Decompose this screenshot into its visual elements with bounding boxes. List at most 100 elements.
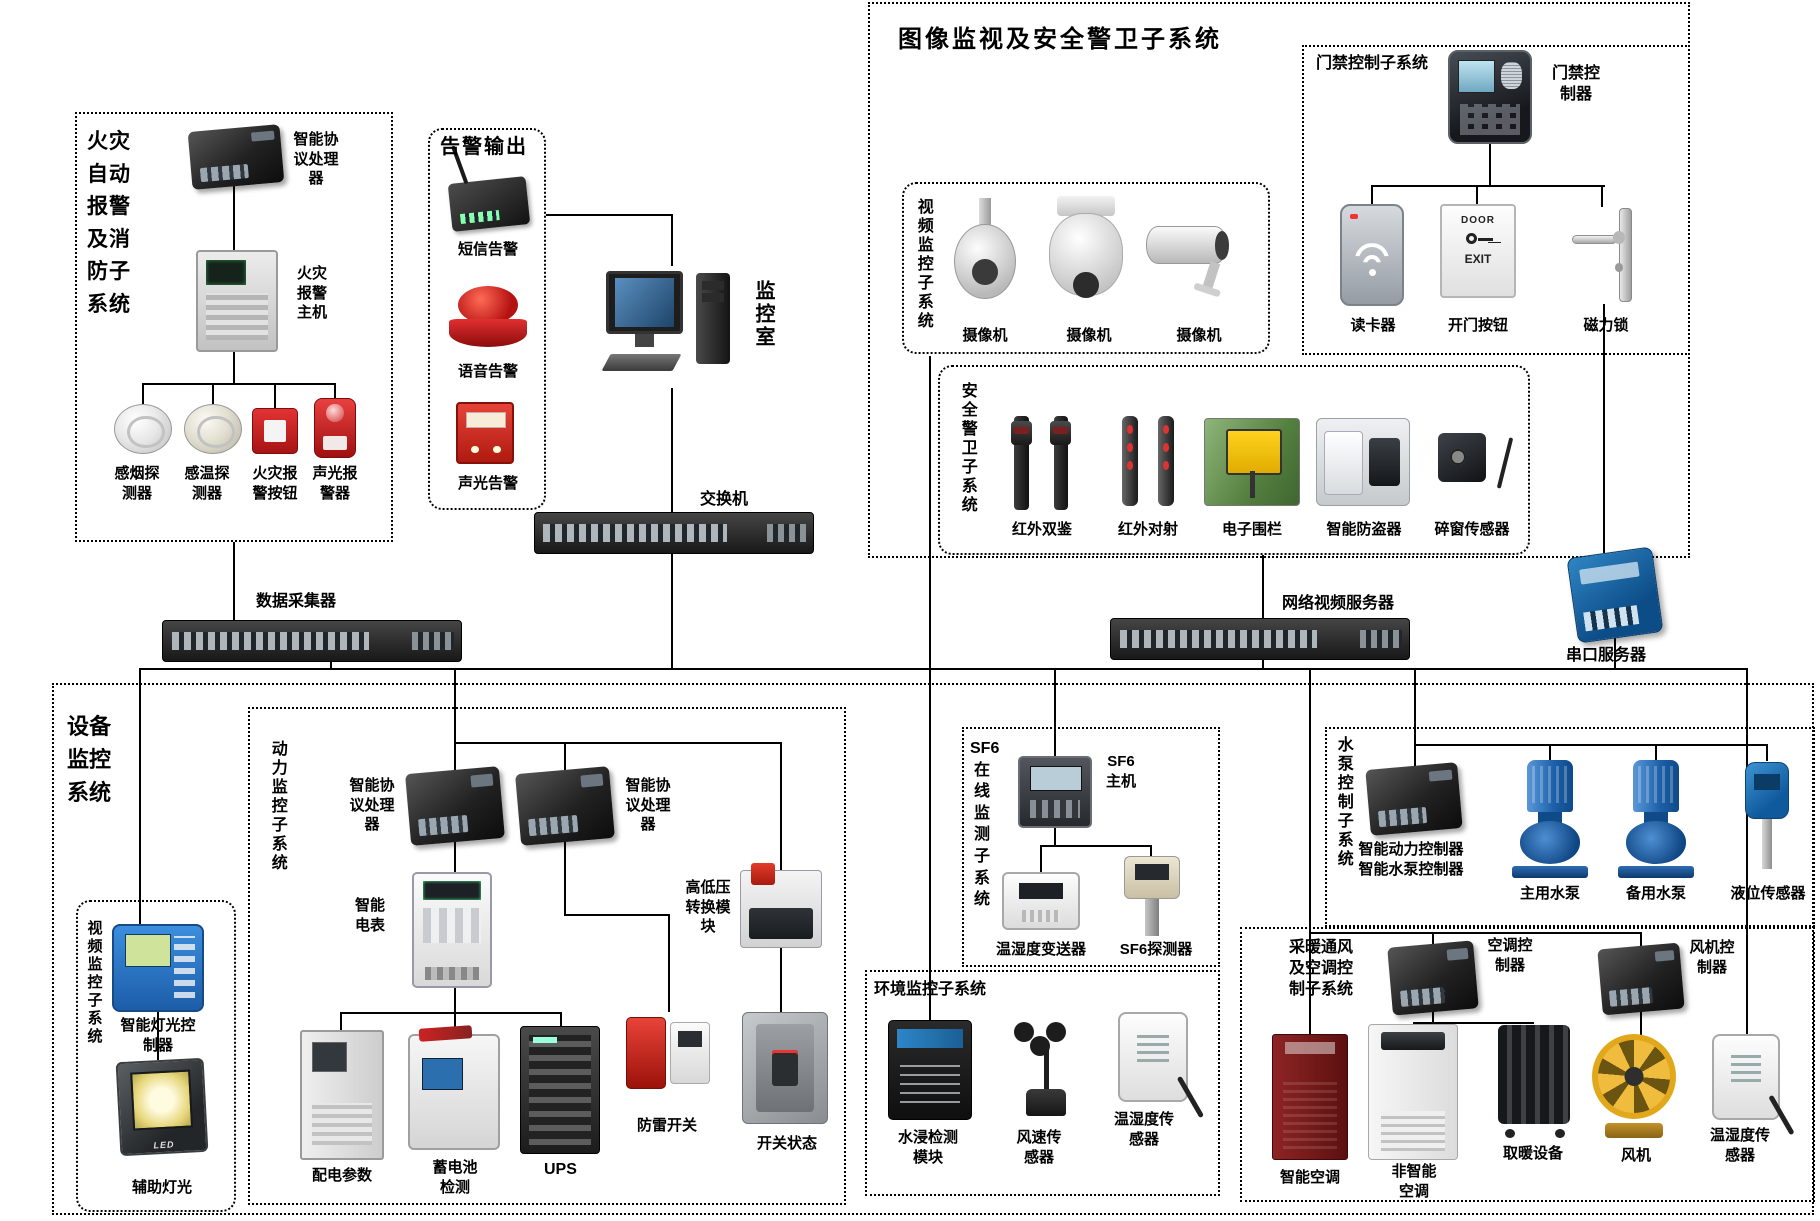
door-exit-button-device: DOOR EXIT <box>1440 204 1516 298</box>
pump-subsystem-title: 水泵控制子系统 <box>1334 736 1352 869</box>
keyboard-icon <box>601 353 682 371</box>
connector-line <box>780 742 782 870</box>
lightning-switch-label: 防雷开关 <box>636 1117 697 1134</box>
connector-line <box>671 388 673 512</box>
connector-line <box>1603 304 1605 553</box>
power-distribution-cabinet-icon <box>300 1030 384 1160</box>
th-sensor2-label: 温湿度传感器 <box>1710 1127 1771 1164</box>
camera-arm-part <box>979 198 991 229</box>
ups-label: UPS <box>544 1161 577 1178</box>
heat-detector-label: 感温探测器 <box>184 465 230 502</box>
net-video-server-label: 网络视频服务器 <box>1282 595 1395 612</box>
monitor-room-pc-device <box>601 266 738 388</box>
access-control-subsystem-box <box>1302 45 1690 355</box>
connector-line <box>274 383 276 408</box>
heat-detector-icon <box>184 404 242 454</box>
access-controller-label: 门禁控制器 <box>1551 65 1600 103</box>
connector-line <box>1655 744 1657 761</box>
wifi-dot-icon <box>1369 268 1376 276</box>
connector-line <box>1150 845 1152 858</box>
door-button-text: DOOR <box>1461 215 1495 226</box>
fire-call-point-icon <box>252 408 298 454</box>
anemometer-base-part <box>1025 1089 1067 1116</box>
connector-line <box>1432 932 1434 944</box>
connector-line <box>1262 660 1264 668</box>
spd-white-unit-part <box>669 1021 711 1085</box>
connector-line <box>1371 185 1373 205</box>
power-protocol-processor1-device <box>405 766 505 846</box>
ups-device <box>520 1026 600 1154</box>
camera-top-part <box>1056 196 1116 216</box>
fan-label: 风机 <box>1620 1147 1651 1164</box>
hv-conversion-module-device <box>740 863 822 948</box>
hvac-control-subsystem-box <box>1240 927 1815 1202</box>
camera-ball-part <box>954 223 1016 300</box>
guard-subsystem-title: 安全警卫子系统 <box>958 382 976 515</box>
env-subsystem-title: 环境监控子系统 <box>874 981 987 998</box>
connector-line <box>1614 638 1616 668</box>
fire-subsystem-title: 火灾自动报警及消防子系统 <box>87 130 131 316</box>
fire-strobe-label: 声光报警器 <box>312 465 358 502</box>
smart-antitheft-device <box>1316 418 1410 506</box>
window-break-sensor-label: 碎窗传感器 <box>1434 521 1510 538</box>
breaker-status-device <box>742 1012 828 1124</box>
monitor-stand-icon <box>635 334 654 347</box>
video-subsystem2-title: 视频监控子系统 <box>85 920 103 1046</box>
access-subsystem-title: 门禁控制子系统 <box>1316 55 1429 72</box>
led-floodlight-device: LED <box>115 1057 209 1157</box>
battery-check-label: 蓄电池检测 <box>432 1159 478 1196</box>
connector-line <box>454 668 456 772</box>
data-collector-device <box>162 620 462 662</box>
hvac-subsystem-title: 采暖通风及空调控制子系统 <box>1288 939 1353 998</box>
ptz-camera-icon <box>1040 196 1132 318</box>
fan-icon <box>1588 1034 1680 1138</box>
main-pump-label: 主用水泵 <box>1519 885 1580 902</box>
light-panel-part <box>129 1069 194 1131</box>
access-controller-device <box>1448 50 1532 144</box>
connector-line <box>454 742 781 744</box>
sf6-monitor-subsystem-box <box>962 727 1220 967</box>
sf6-host-device <box>1018 756 1092 828</box>
ir-dual-detector-icon <box>1002 412 1080 514</box>
connector-line <box>1414 744 1767 746</box>
smart-light-ctrl-label: 智能灯光控制器 <box>120 1017 196 1054</box>
hv-module-label: 高低压转换模块 <box>685 879 731 935</box>
connector-line <box>330 662 332 668</box>
th-transmitter-device <box>1002 872 1080 930</box>
connector-line <box>560 1012 562 1028</box>
connector-line <box>546 214 672 216</box>
alarm-output-box <box>428 128 546 510</box>
connector-line <box>1040 845 1152 847</box>
exit-button-text: EXIT <box>1464 252 1492 266</box>
switch-label: 交换机 <box>700 491 749 508</box>
connector-line <box>1489 144 1491 186</box>
ir-beam-label: 红外对射 <box>1117 521 1178 538</box>
connector-line <box>1766 744 1768 761</box>
connector-line <box>671 214 673 266</box>
pump-controller-device <box>1365 762 1463 836</box>
spd-red-unit-part <box>625 1016 667 1090</box>
sensor-wire-part <box>1496 437 1514 489</box>
level-sensor-label: 液位传感器 <box>1730 885 1806 902</box>
detector-post-part <box>1050 416 1071 510</box>
sensor-head-part <box>1744 762 1790 820</box>
connector-line <box>1476 185 1478 205</box>
monitor-icon <box>606 270 683 335</box>
voice-alarm-label: 语音告警 <box>457 363 518 380</box>
backup-pump-label: 备用水泵 <box>1625 885 1686 902</box>
bullet-camera-icon <box>1146 212 1250 302</box>
magnetic-lock-label: 磁力锁 <box>1583 317 1629 334</box>
backup-pump-icon <box>1618 760 1694 878</box>
connector-line <box>1413 1022 1534 1024</box>
detector-stem-part <box>1145 898 1159 937</box>
switch-status-label: 开关状态 <box>756 1135 817 1152</box>
water-leak-module-device <box>888 1020 972 1120</box>
connector-line <box>1262 555 1264 619</box>
magnetic-lock-device <box>1566 206 1644 304</box>
serial-server-device <box>1566 546 1664 644</box>
sf6-subsystem-title: SF6在线监测子系统 <box>970 740 1000 909</box>
device-monitor-title: 设备监控系统 <box>66 714 111 805</box>
power-processor1-label: 智能协议处理器 <box>349 777 395 833</box>
beam-bar-part <box>1122 416 1138 506</box>
